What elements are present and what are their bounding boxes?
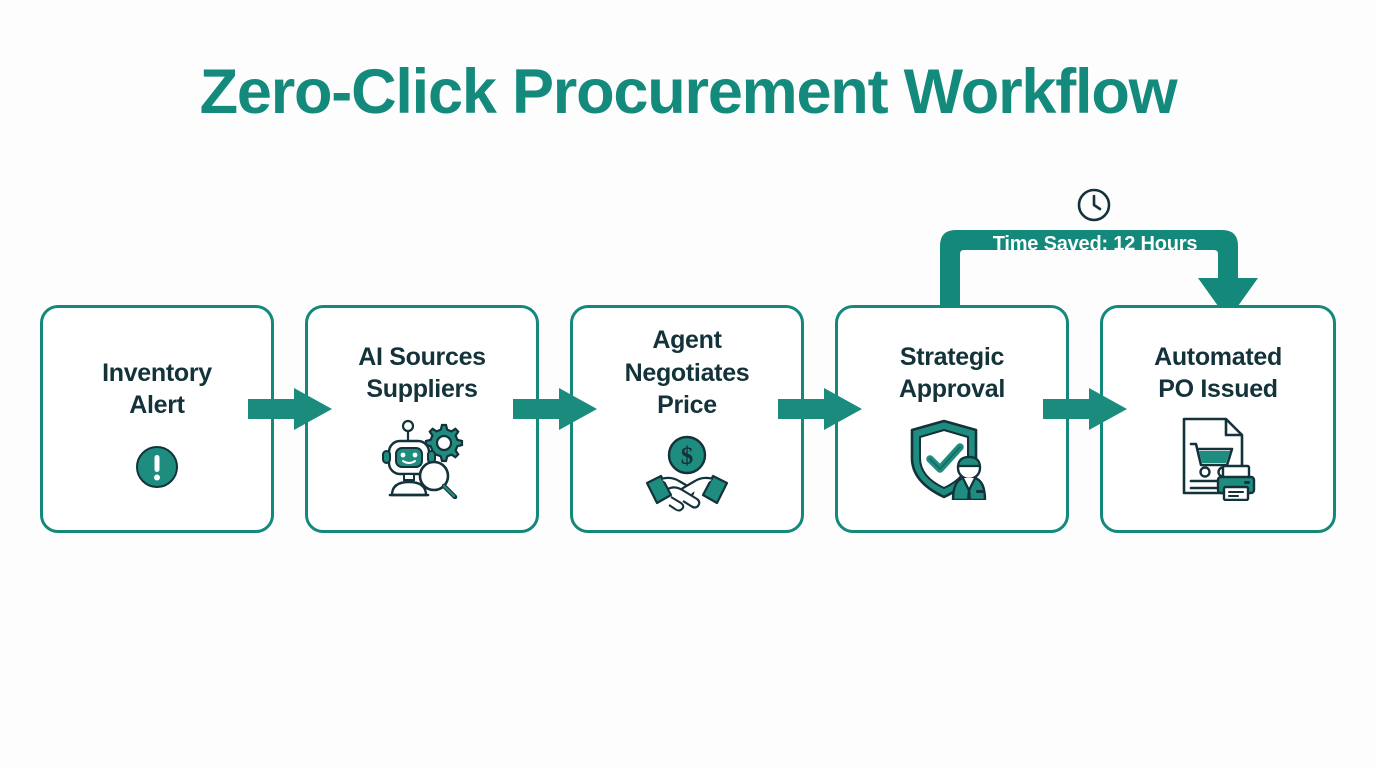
connector-arrow-3-4 [778,388,862,430]
page-title: Zero-Click Procurement Workflow [199,57,1178,127]
step-strategic-approval[interactable]: Strategic Approval [835,305,1069,533]
step-label: Inventory Alert [102,358,212,420]
handshake-dollar-icon: $ [641,435,733,514]
step-label: Agent Negotiates Price [624,326,750,420]
connector-arrow-4-5 [1043,388,1127,430]
workflow-steps: Inventory Alert AI Sources Suppliers [40,305,1336,533]
time-saved-label: Time Saved: 12 Hours [992,233,1198,255]
document-cart-printer-icon [1172,417,1264,501]
step-label: Strategic Approval [899,342,1005,404]
step-label: AI Sources Suppliers [358,342,486,404]
svg-text:$: $ [681,443,694,470]
step-agent-negotiates-price[interactable]: Agent Negotiates Price $ [570,305,804,533]
connector-arrow-1-2 [248,388,332,430]
connector-arrow-2-3 [513,388,597,430]
step-inventory-alert[interactable]: Inventory Alert [40,305,274,533]
step-label: Automated PO Issued [1154,342,1282,404]
clock-icon [1075,186,1113,224]
step-automated-po-issued[interactable]: Automated PO Issued [1100,305,1336,533]
shield-check-person-icon [906,419,998,500]
step-ai-sources-suppliers[interactable]: AI Sources Suppliers [305,305,539,533]
exclamation-circle-icon [134,444,180,490]
robot-gear-magnifier-icon [376,419,468,499]
